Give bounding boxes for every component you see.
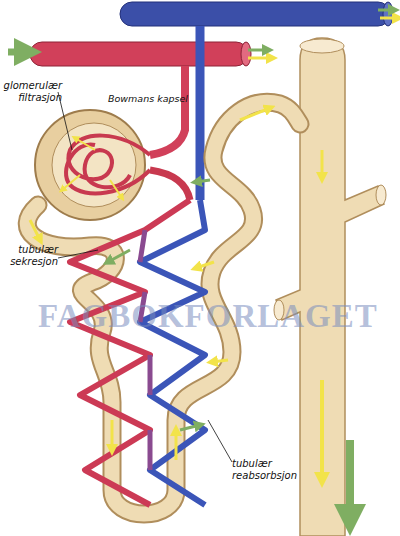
peritubular-capillaries	[70, 200, 205, 505]
part-label: Bowmans kapsel	[108, 94, 198, 105]
bowmans-capsule	[35, 110, 150, 220]
leader-lines	[58, 92, 232, 462]
watermark: FAGBOKFORLAGET	[38, 298, 378, 335]
process-label: tubulær reabsorbsjon	[232, 458, 312, 481]
flow-arrows	[8, 10, 398, 520]
process-label: glomerulær filtrasjon	[0, 80, 62, 103]
process-label: tubulær sekresjon	[0, 244, 58, 267]
